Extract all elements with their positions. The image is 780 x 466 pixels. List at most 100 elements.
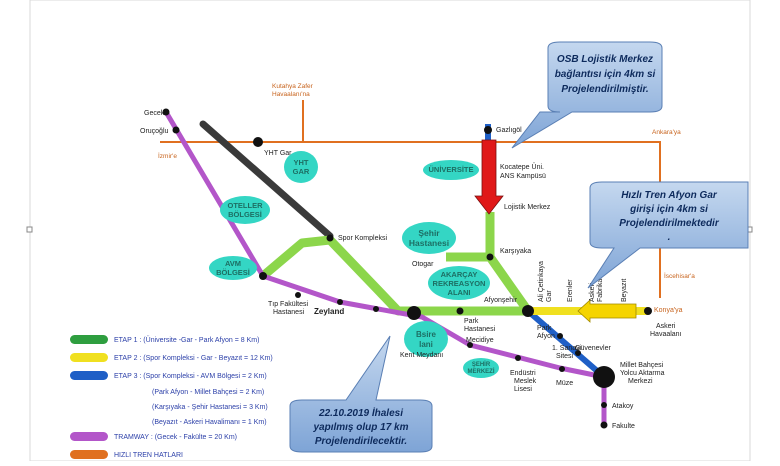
blue-line (526, 308, 606, 380)
station-dot[interactable] (600, 421, 608, 429)
legend-swatch-etap1 (70, 335, 108, 344)
zone-bubble[interactable] (284, 151, 318, 183)
label-kutahya-2: Havaalanı'na (272, 91, 310, 98)
label-erenler: Erenler (567, 279, 574, 302)
zone-akarcay-3: ALANI (448, 288, 471, 297)
legend-sub2: (Karşıyaka - Şehir Hastanesi = 3 Km) (152, 404, 268, 411)
label-spor: Spor Kompleksi (338, 235, 387, 242)
label-sanayi-1: 1. Sanayi (552, 345, 582, 352)
zone-avm-1: AVM (225, 259, 241, 268)
station-dot[interactable] (326, 234, 334, 242)
legend-etap2: ETAP 2 : (Spor Kompleksi - Gar - Beyazıt… (114, 355, 273, 362)
zone-bubble[interactable] (209, 256, 257, 280)
label-yht-gar: YHT Gar (264, 150, 292, 157)
zone-yht-1: YHT (294, 158, 309, 167)
station-dots (162, 108, 652, 429)
label-askeri-1: Askeri (656, 323, 676, 330)
station-dot[interactable] (467, 342, 473, 348)
zone-bubble[interactable] (220, 196, 270, 224)
label-park-hastanesi-2: Hastanesi (464, 326, 496, 333)
legend-sub3: (Beyazıt - Askeri Havalimanı = 1 Km) (152, 419, 267, 426)
label-gar-vertical: Gar (546, 290, 553, 302)
zone-bubble[interactable] (423, 160, 479, 180)
legend-sub1: (Park Afyon - Millet Bahçesi = 2 Km) (152, 389, 264, 396)
label-orucoglu: Oruçoğlu (140, 128, 169, 135)
legend-etap1: ETAP 1 : (Üniversite -Gar - Park Afyon =… (114, 336, 259, 344)
station-dot[interactable] (337, 299, 343, 305)
label-afyonsehir: Afyonşehir (484, 297, 518, 304)
label-askeri-fabrika-2: Fabrika (597, 279, 604, 302)
zones: ÜNİVERSİTE YHT GAR OTELLER BÖLGESİ Şehir… (209, 151, 499, 378)
callout-osb: OSB Lojistik Merkez bağlantısı için 4km … (511, 41, 663, 149)
station-dot[interactable] (575, 350, 581, 356)
label-iscehisar: İscehisar'a (664, 271, 695, 280)
station-dot-hub[interactable] (593, 366, 615, 388)
callout-hizli-4: . (668, 232, 671, 243)
zone-kentsel-2: lani (419, 340, 433, 349)
callout-hizli-3: Projelendirilmektedir (619, 218, 720, 229)
label-zeyland: Zeyland (314, 307, 344, 316)
label-konya: Konya'ya (654, 307, 683, 314)
label-izmir: İzmir'e (158, 151, 177, 160)
station-dot[interactable] (559, 366, 565, 372)
legend: ETAP 1 : (Üniversite -Gar - Park Afyon =… (70, 335, 273, 459)
callout-ihale: 22.10.2019 İhalesi yapılmış olup 17 km P… (289, 335, 433, 453)
zone-akarcay-2: REKREASYON (433, 279, 486, 288)
station-dot[interactable] (522, 305, 534, 317)
station-dot[interactable] (456, 307, 464, 315)
label-beyazit-vertical: Beyazıt (621, 279, 628, 302)
station-dot-hub[interactable] (407, 306, 421, 320)
callout-ihale-2: yapılmış olup 17 km (312, 422, 408, 433)
station-dot[interactable] (259, 272, 267, 280)
label-millet-3: Merkezi (628, 378, 653, 385)
station-dot[interactable] (373, 306, 379, 312)
zone-bubble[interactable] (463, 358, 499, 378)
zone-bubble[interactable] (404, 321, 448, 357)
callout-osb-1: OSB Lojistik Merkez (557, 54, 653, 65)
legend-tramway: TRAMWAY : (Gecek - Fakülte = 20 Km) (114, 434, 237, 441)
dark-line (199, 120, 334, 240)
label-gecek: Gecek (144, 110, 165, 117)
frame-handle-left (26, 226, 33, 233)
label-millet-1: Millet Bahçesi (620, 362, 664, 369)
station-dot[interactable] (172, 126, 180, 134)
station-dot[interactable] (162, 108, 170, 116)
callout-bubble (511, 41, 663, 149)
callout-hizli-1: Hızlı Tren Afyon Gar (621, 190, 718, 201)
zone-bubble[interactable] (402, 222, 456, 254)
legend-etap3: ETAP 3 : (Spor Kompleksi - AVM Bölgesi =… (114, 373, 267, 380)
label-ankara: Ankara'ya (652, 129, 681, 136)
station-dot[interactable] (515, 355, 521, 361)
station-dot[interactable] (557, 333, 563, 339)
label-fakulte: Fakulte (612, 423, 635, 430)
label-muze: Müze (556, 380, 573, 387)
label-kent-meydani: Kent Meydanı (400, 352, 443, 359)
zone-bubble[interactable] (428, 266, 490, 300)
label-tip-2: Hastanesi (273, 309, 305, 316)
callout-bubble (289, 335, 433, 453)
station-dot[interactable] (484, 126, 492, 134)
station-dot[interactable] (644, 307, 652, 315)
label-otogar: Otogar (412, 261, 434, 268)
legend-hizli: HIZLI TREN HATLARI (114, 452, 183, 459)
label-park-afyon-2: Afyon (537, 333, 555, 340)
callout-bubble (587, 181, 749, 289)
zone-kentsel-1: Bsire (416, 330, 437, 339)
callout-osb-2: bağlantısı için 4km si (555, 69, 656, 80)
callout-ihale-1: 22.10.2019 İhalesi (318, 406, 403, 419)
label-tip-1: Tıp Fakültesi (268, 301, 309, 308)
station-dot[interactable] (486, 253, 494, 261)
label-park-afyon-1: Park (537, 325, 552, 332)
station-dot[interactable] (295, 292, 301, 298)
label-endustri-3: Lisesi (514, 386, 532, 393)
station-dot[interactable] (601, 402, 607, 408)
zone-akarcay-1: AKARÇAY (441, 270, 478, 279)
legend-swatch-tramway (70, 432, 108, 441)
station-dot[interactable] (253, 137, 263, 147)
legend-swatch-hizli (70, 450, 108, 459)
label-endustri-2: Meslek (514, 378, 537, 385)
station-labels: Gecek Oruçoğlu İzmir'e Kutahya Zafer Hav… (140, 83, 695, 430)
label-askeri-fabrika-1: Askeri (589, 282, 596, 302)
